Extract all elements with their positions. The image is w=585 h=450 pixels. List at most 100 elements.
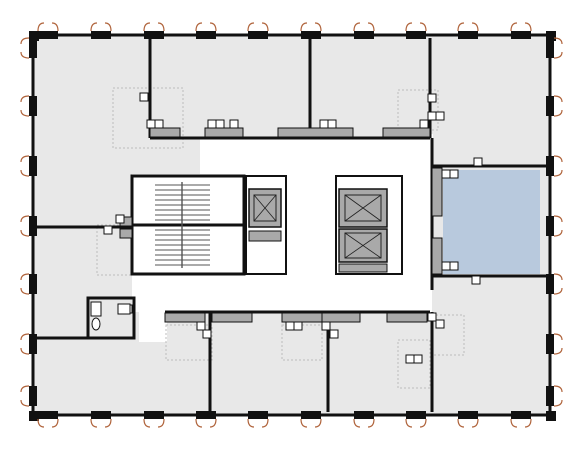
service-strips [119,127,443,323]
door-arc [524,418,532,428]
mullion-tab [546,38,554,58]
door-arc [195,418,203,428]
door-arc [300,418,308,428]
door-arc [553,215,563,223]
door-arc [314,22,322,32]
mullion-tab [38,411,58,419]
door-arc [457,418,465,428]
door-arc [261,22,269,32]
door-arc [20,95,30,103]
mullion-tab [29,334,37,354]
stair-core [130,174,246,276]
mullion-tab [301,31,321,39]
toilet-icon [91,317,101,331]
door-arc [20,215,30,223]
mullion-tab [144,411,164,419]
door-arc [20,287,30,295]
mullion-tab [196,411,216,419]
elevator-icon [253,194,277,222]
door-arc [104,22,112,32]
mullion-tab [458,31,478,39]
door-arc [553,169,563,177]
door-arc [20,109,30,117]
door-swings [20,22,563,428]
mullion-tab [458,411,478,419]
door-arc [20,37,30,45]
mullion-tab [29,38,37,58]
facade [29,31,556,421]
door-arc [37,22,45,32]
east-middle-unit[interactable] [443,170,540,274]
door-arc [20,385,30,393]
door-arc [353,22,361,32]
door-arc [553,229,563,237]
corner-column [546,411,556,421]
mullion-tab [248,31,268,39]
door-arc [20,347,30,355]
sink-icon [117,303,131,315]
door-arc [51,22,59,32]
door-arc [553,347,563,355]
door-arc [553,273,563,281]
door-arc [524,22,532,32]
door-arc [20,273,30,281]
corner-column [546,31,556,41]
fixtures [103,92,483,364]
mullion-tab [511,31,531,39]
elevator-core [245,175,403,275]
door-arc [405,418,413,428]
door-arc [405,22,413,32]
stair-icon [155,182,210,268]
mullion-tab [29,274,37,294]
mullion-tab [91,31,111,39]
corner-column [29,411,39,421]
door-arc [353,418,361,428]
door-arc [143,22,151,32]
mullion-tab [144,31,164,39]
door-arc [195,22,203,32]
mullion-tab [301,411,321,419]
mullion-tab [546,334,554,354]
wc-fixtures [90,301,131,331]
door-arc [20,155,30,163]
door-arc [90,22,98,32]
mullion-tab [406,411,426,419]
door-arc [553,287,563,295]
mullion-tab [546,274,554,294]
door-arc [90,418,98,428]
door-arc [20,333,30,341]
door-arc [419,418,427,428]
door-arc [37,418,45,428]
door-arc [209,22,217,32]
door-arc [510,418,518,428]
mullion-tab [196,31,216,39]
door-arc [471,22,479,32]
door-arc [209,418,217,428]
door-arc [104,418,112,428]
door-arc [510,22,518,32]
mullion-tab [406,31,426,39]
door-arc [553,109,563,117]
door-arc [20,229,30,237]
door-arc [553,37,563,45]
door-arc [143,418,151,428]
door-arc [553,399,563,407]
mullion-tab [354,31,374,39]
door-arc [261,418,269,428]
door-arc [419,22,427,32]
mullion-tab [546,96,554,116]
mullion-tab [91,411,111,419]
mullion-tab [546,216,554,236]
door-arc [553,95,563,103]
mullion-tab [29,386,37,406]
mullion-tab [29,216,37,236]
mullion-tab [546,156,554,176]
door-arc [367,22,375,32]
door-arc [314,418,322,428]
mullion-tab [511,411,531,419]
mullion-tab [38,31,58,39]
door-arc [247,418,255,428]
door-arc [157,22,165,32]
door-arc [20,399,30,407]
